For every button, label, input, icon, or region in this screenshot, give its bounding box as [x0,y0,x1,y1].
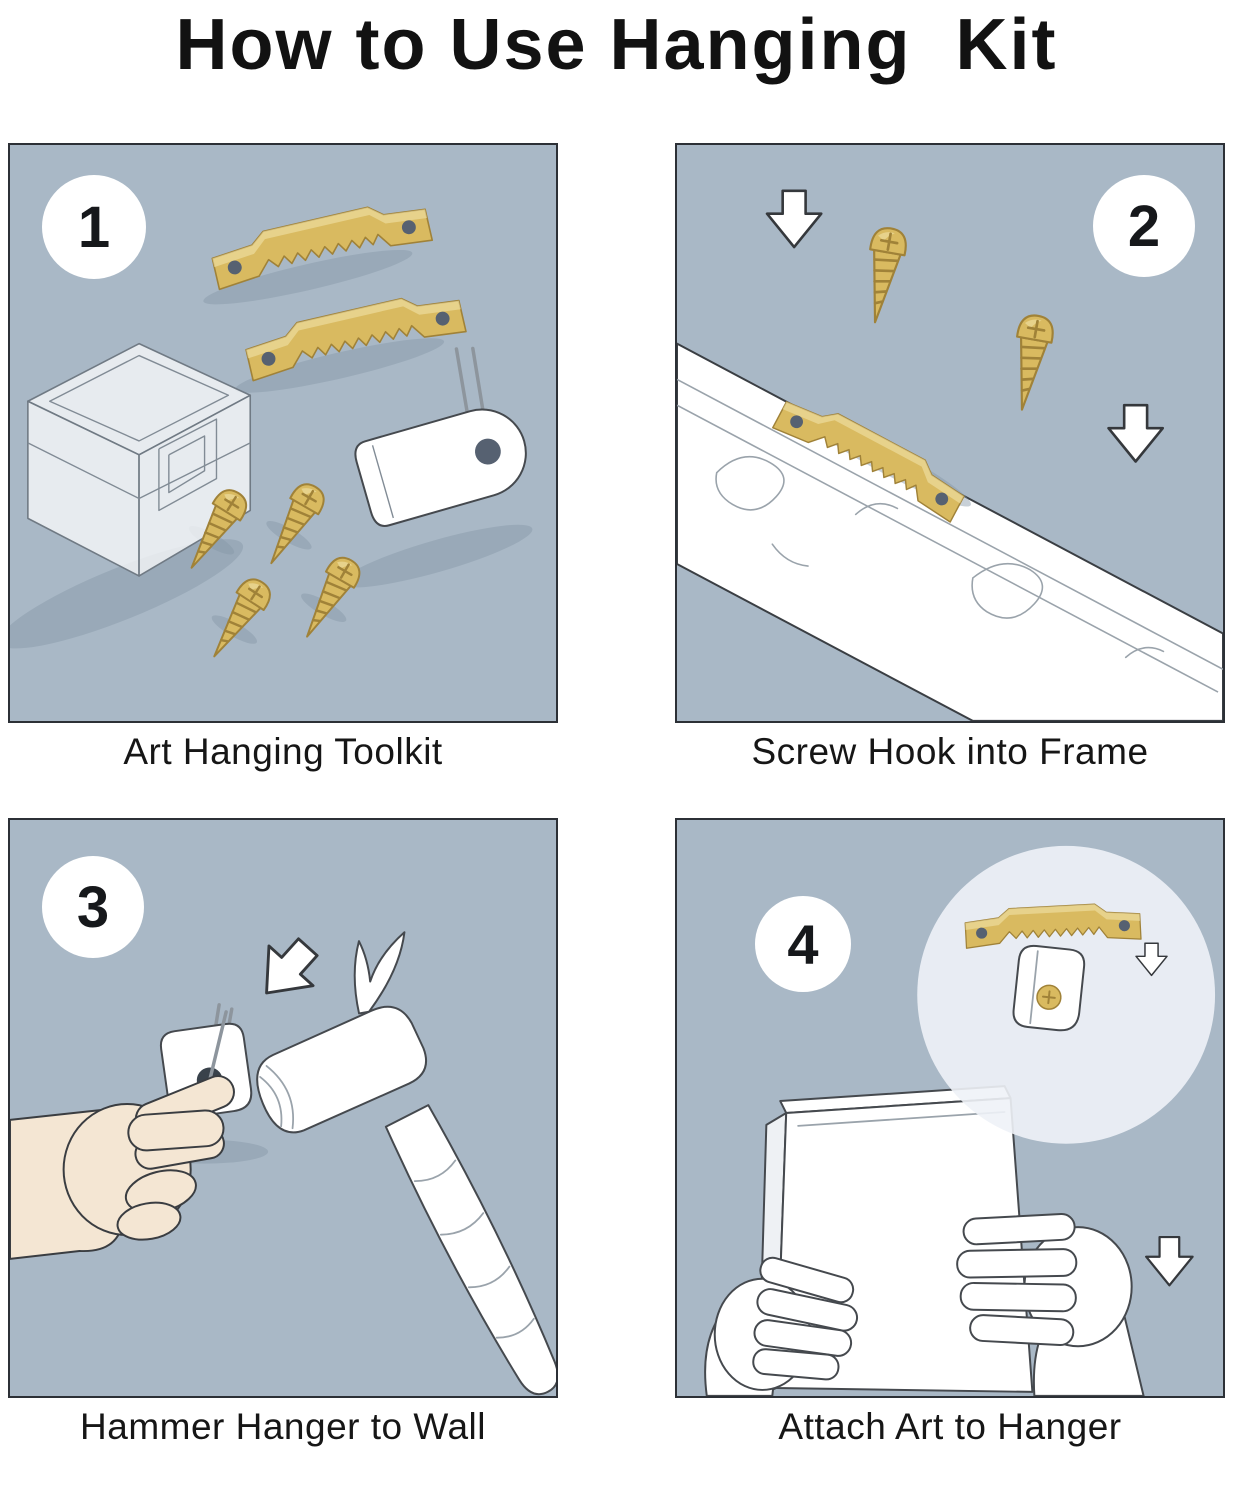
down-arrow-icon [1107,403,1165,463]
step-2-figure: 2 Screw Hook into Frame [675,143,1225,818]
step-3-panel: 3 [8,818,558,1398]
plastic-hook-icon [1012,944,1086,1032]
step-4-caption: Attach Art to Hanger [778,1406,1122,1447]
step-number-badge: 4 [755,896,851,992]
step-4-panel: 4 [675,818,1225,1398]
plastic-hook-icon [354,346,527,527]
step-2-caption: Screw Hook into Frame [751,731,1149,772]
down-arrow-icon [243,925,332,1015]
step-4-illustration [704,845,1216,1396]
wood-frame-icon [677,342,1223,721]
screw-icon [856,224,911,327]
hammer-icon [256,931,556,1396]
step-1-figure: 1 Art Hanging Toolkit [8,143,558,818]
right-hand-icon [956,1213,1145,1396]
page-title: How to Use Hanging Kit [175,5,1058,85]
step-1-illustration [10,193,533,667]
screw-icon [1003,311,1058,414]
clear-storage-box-icon [27,342,252,577]
step-2-illustration [677,189,1223,721]
down-arrow-icon [765,189,823,249]
screw-icon [199,572,278,667]
step-number-badge: 2 [1093,175,1195,277]
step-3-figure: 3 Hammer Hanger to Wall [8,818,558,1493]
step-number-badge: 3 [42,856,144,958]
steps-grid: 1 Art Hanging Toolkit [0,143,1233,1493]
hand-icon [10,1075,235,1260]
down-arrow-icon [1145,1235,1194,1287]
left-hand-icon [704,1256,859,1396]
step-3-illustration [10,925,556,1396]
step-3-caption: Hammer Hanger to Wall [80,1406,486,1447]
step-number-badge: 1 [42,175,146,279]
step-1-caption: Art Hanging Toolkit [123,731,443,772]
step-1-panel: 1 [8,143,558,723]
step-4-figure: 4 Attach Art to Hanger [675,818,1225,1493]
step-2-panel: 2 [675,143,1225,723]
